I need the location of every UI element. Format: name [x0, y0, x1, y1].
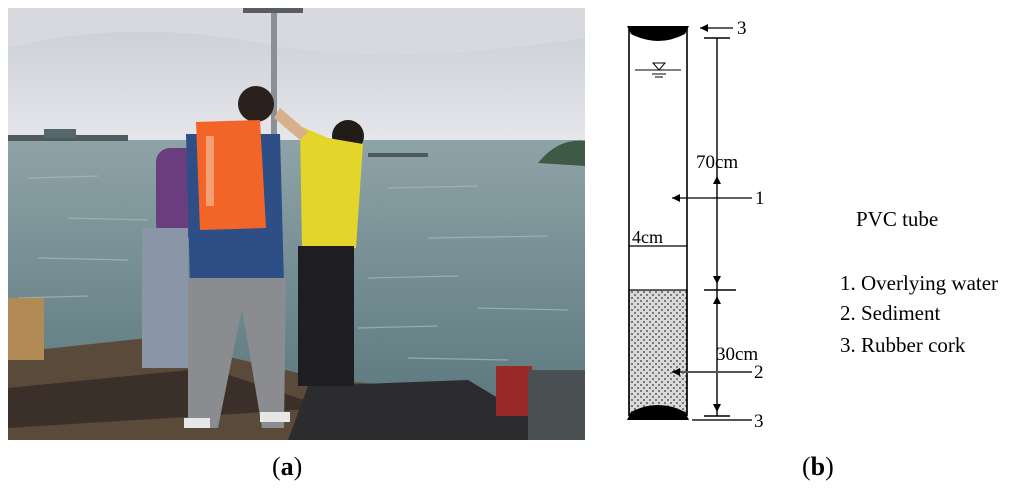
legend-item-overlying-water: 1. Overlying water	[840, 271, 999, 295]
black-tarp	[288, 380, 568, 440]
callout-top-cork: 3	[737, 18, 747, 39]
sea-ripples	[17, 175, 569, 361]
red-bucket	[496, 366, 532, 416]
bottom-rubber-cork	[627, 405, 689, 420]
legend-item-sediment: 2. Sediment	[840, 301, 941, 325]
legend-item-rubber-cork: 3. Rubber cork	[840, 333, 966, 357]
water-column-label: 70cm	[696, 152, 738, 173]
caption-close: )	[825, 452, 834, 481]
pole-handle	[243, 8, 303, 13]
legend-title: PVC tube	[856, 207, 939, 231]
clouds	[8, 8, 585, 55]
panel-b-caption: (b)	[802, 452, 834, 482]
photo-illustration	[8, 8, 585, 440]
cardboard-box	[8, 298, 44, 360]
caption-letter: a	[280, 452, 294, 481]
distant-raft-right	[368, 153, 428, 157]
caption-open: (	[272, 452, 281, 481]
callout-sediment: 2	[754, 362, 764, 383]
sediment-depth-label: 30cm	[716, 344, 758, 365]
caption-close: )	[293, 452, 303, 481]
distant-hut	[44, 129, 76, 138]
diameter-label: 4cm	[632, 227, 663, 247]
caption-letter: b	[810, 452, 826, 481]
island	[538, 140, 585, 166]
top-rubber-cork	[627, 26, 689, 41]
grey-barrel	[528, 370, 585, 440]
panel-a-caption: (a)	[272, 452, 302, 482]
pvc-tube-diagram: 4cm 70cm 30cm 3 1 2 3	[600, 8, 1024, 448]
sediment-layer	[628, 289, 688, 415]
caption-open: (	[802, 452, 811, 481]
person-orange-vest	[184, 86, 290, 428]
callout-overlying-water: 1	[755, 188, 765, 209]
water-level-symbol	[651, 62, 667, 71]
field-sampling-photo	[8, 8, 585, 440]
tube-schematic: 4cm 70cm 30cm 3 1 2 3	[627, 18, 765, 432]
person-yellow	[274, 108, 364, 386]
callout-bottom-cork: 3	[754, 411, 764, 432]
